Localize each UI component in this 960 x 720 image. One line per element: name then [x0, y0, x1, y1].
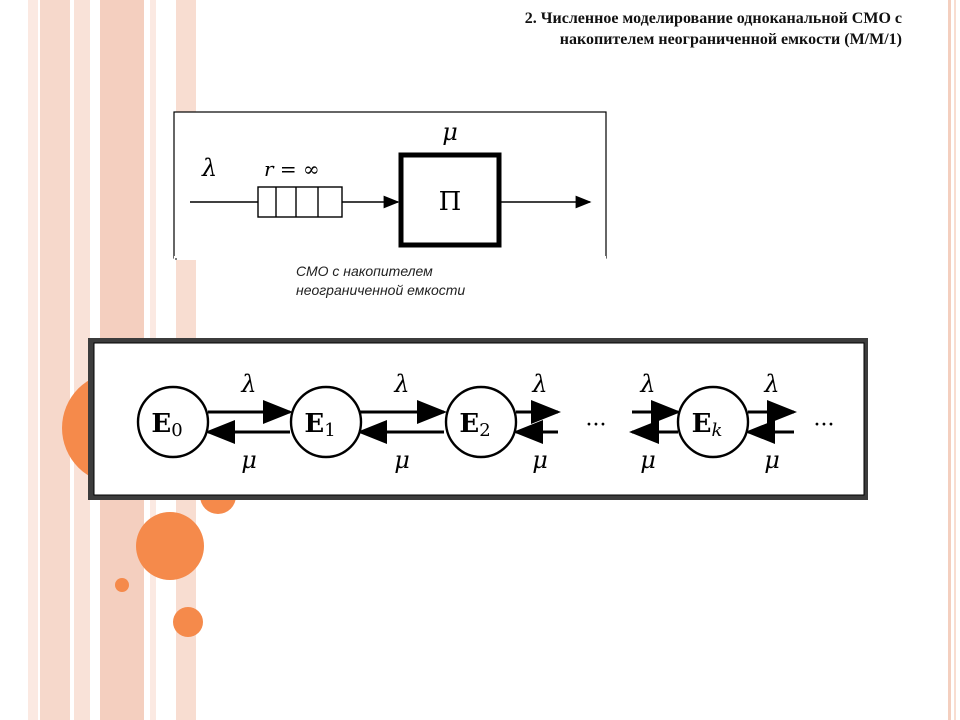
svg-text:Ek: Ek — [692, 409, 723, 441]
slide-title: 2. Численное моделирование одноканальной… — [342, 8, 902, 50]
svg-text:E1: E1 — [304, 409, 335, 441]
state-node-ek: Ek — [676, 385, 750, 459]
service-rate-label: μ — [442, 118, 458, 146]
state-name: E — [151, 409, 171, 439]
forward-rate-label: λ — [393, 370, 409, 398]
decor-circle-small — [173, 607, 203, 637]
forward-rate-label: λ — [531, 370, 547, 398]
caption-line-1: СМО с накопителем — [296, 263, 433, 279]
caption-line-2: неограниченной емкости — [296, 282, 466, 298]
backward-rate-label: μ — [640, 446, 656, 474]
state-name: E — [459, 409, 479, 439]
backward-rate-label: μ — [241, 446, 257, 474]
queue-buffer — [257, 186, 343, 218]
queue-system-diagram: λ r = ∞ П μ — [173, 111, 607, 260]
slide-title-line-1: 2. Численное моделирование одноканальной… — [524, 10, 902, 27]
slide-title-line-2: накопителем неограниченной емкости (М/М/… — [559, 31, 902, 48]
svg-text:E2: E2 — [459, 409, 490, 441]
arrival-rate-label: λ — [201, 154, 217, 182]
ellipsis: ··· — [814, 413, 835, 438]
forward-rate-label: λ — [639, 370, 655, 398]
decor-circle-tiny — [115, 578, 129, 592]
state-subscript: 2 — [479, 420, 490, 441]
forward-rate-label: λ — [763, 370, 779, 398]
backward-rate-label: μ — [764, 446, 780, 474]
state-transition-graph: λ μ λ μ λ μ ··· λ μ λ μ ··· E0 E1 E2 Ek — [88, 338, 868, 500]
queue-diagram-frame — [173, 111, 607, 259]
state-name: E — [692, 409, 712, 439]
ellipsis: ··· — [586, 413, 607, 438]
server-box — [398, 152, 502, 248]
state-subscript: 0 — [171, 420, 182, 441]
forward-rate-label: λ — [240, 370, 256, 398]
queue-capacity-label: r = ∞ — [264, 157, 320, 181]
backward-rate-label: μ — [394, 446, 410, 474]
state-node-e2: E2 — [444, 385, 518, 459]
state-node-e0: E0 — [136, 385, 210, 459]
svg-text:E0: E0 — [151, 409, 182, 441]
decor-circle-medium — [136, 512, 204, 580]
queue-diagram-caption: СМО с накопителем неограниченной емкости — [296, 262, 465, 300]
server-label: П — [439, 187, 462, 217]
state-name: E — [304, 409, 324, 439]
state-node-e1: E1 — [289, 385, 363, 459]
state-subscript: k — [711, 420, 722, 441]
state-subscript: 1 — [324, 420, 335, 441]
backward-rate-label: μ — [532, 446, 548, 474]
